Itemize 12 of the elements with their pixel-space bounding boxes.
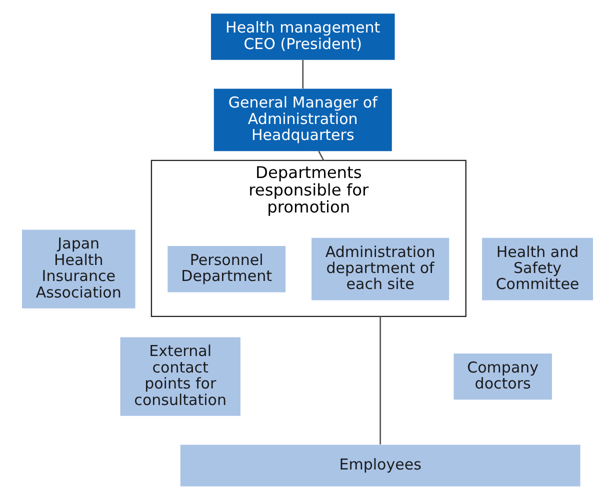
node-box: External contact points for consultation [120,336,240,416]
connector [318,150,324,160]
connector [302,60,304,88]
node-box: Health and Safety Committee [482,237,592,300]
node-box: Personnel Department [167,245,286,292]
node-box: Company doctors [453,352,552,400]
node-box: Administration department of each site [311,237,449,300]
connector [379,316,381,444]
node-box: Employees [180,444,580,486]
node-box: General Manager of Administration Headquarters [213,88,392,151]
node-box: Japan Health Insurance Association [22,229,135,308]
node-box: Health management CEO (President) [210,13,394,60]
